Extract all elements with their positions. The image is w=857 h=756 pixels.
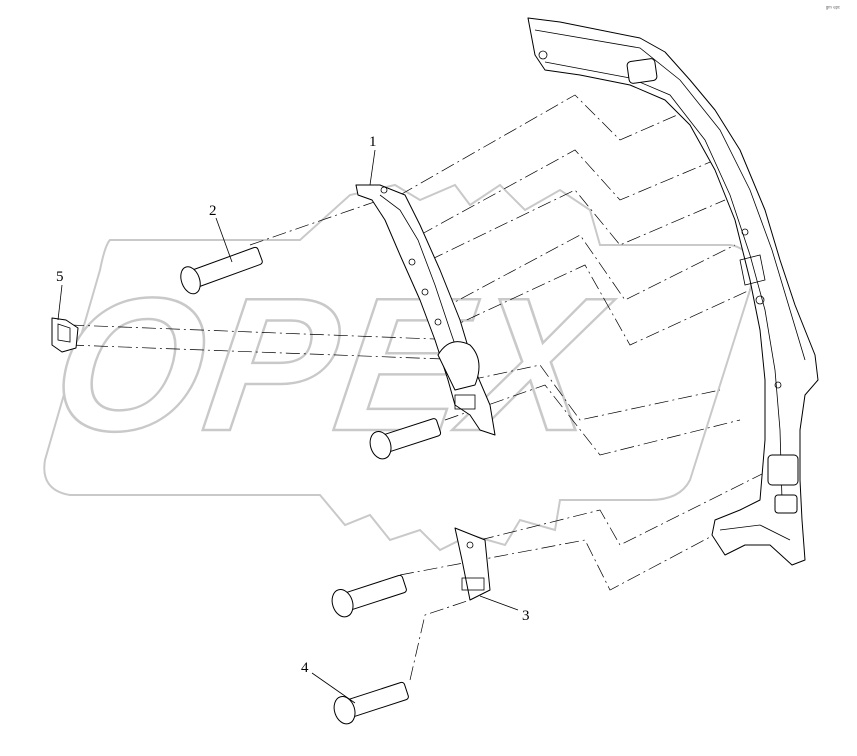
callout-3: 3	[522, 608, 530, 624]
assembly-axes	[69, 94, 781, 681]
trim-clip	[466, 541, 474, 549]
trim-clip	[421, 288, 429, 296]
screw-shank	[342, 574, 407, 611]
screw-lower-left	[331, 574, 407, 618]
pillar-trim-lower	[454, 527, 491, 601]
clip-detail	[57, 323, 71, 343]
axis-line	[444, 264, 751, 346]
leader-lines	[57, 149, 519, 704]
pillar-hole	[538, 50, 548, 60]
trim-clip	[408, 258, 416, 266]
axis-line	[69, 344, 471, 361]
axis-line	[469, 364, 721, 421]
axis-line	[249, 199, 381, 246]
screw-bottom	[333, 681, 409, 725]
screw-head	[331, 589, 354, 618]
pillar-rib	[719, 524, 791, 541]
callout-5: 5	[56, 269, 64, 285]
pillar-rib	[739, 254, 766, 286]
axis-line	[399, 94, 701, 196]
screw-head	[180, 266, 201, 295]
pillar-hole	[741, 228, 749, 236]
pillar-opening	[774, 494, 798, 514]
pillar-edge-line	[534, 29, 806, 361]
axis-line	[429, 189, 726, 261]
trim-upper-loop	[437, 341, 480, 391]
pillar-opening	[626, 58, 658, 84]
pillar-hole	[774, 381, 782, 389]
pillar-trim-upper	[355, 184, 496, 436]
pillar-body-panel	[527, 17, 819, 566]
screw-head	[369, 431, 392, 460]
trim-upper-inner-edge	[379, 194, 463, 366]
callouts: 1 2 3 4 5	[56, 134, 530, 676]
axis-line	[439, 234, 736, 311]
leader-line	[479, 595, 519, 611]
pillar-edge-line	[544, 61, 783, 501]
axis-line	[399, 499, 781, 591]
clip-outline	[51, 317, 79, 353]
clip-part	[51, 317, 79, 353]
leader-line	[311, 672, 356, 704]
screw-middle	[369, 418, 442, 460]
pillar-hole	[755, 295, 765, 305]
screws	[180, 246, 442, 725]
axis-line	[419, 149, 716, 236]
pillar-opening	[767, 454, 799, 486]
axis-line	[479, 469, 771, 546]
trim-lower-outline	[454, 527, 491, 601]
leader-line	[369, 149, 376, 186]
trim-clip	[434, 318, 442, 326]
watermark-text: OPEX	[42, 259, 621, 471]
callout-4: 4	[301, 660, 309, 676]
screw-head	[333, 696, 356, 725]
trim-clip	[380, 186, 388, 194]
trim-tab	[454, 394, 476, 410]
axis-line	[409, 599, 471, 681]
callout-1: 1	[369, 134, 377, 150]
callout-2: 2	[209, 203, 217, 219]
trim-tab	[461, 577, 485, 591]
screw-upper-left	[180, 246, 263, 295]
axis-line	[69, 324, 461, 341]
leader-line	[57, 284, 63, 321]
corner-mark: ᵍᵐ ᵉᵖᶜ	[826, 6, 840, 12]
axis-line	[444, 384, 741, 456]
leader-line	[215, 217, 233, 263]
